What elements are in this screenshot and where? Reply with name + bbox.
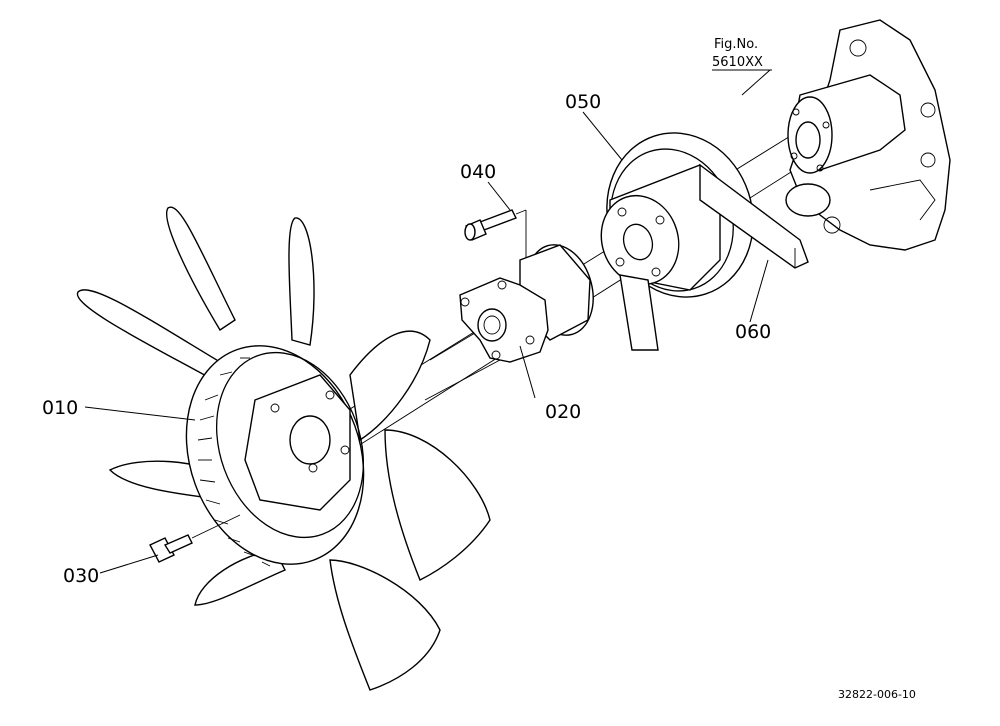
- water-pump-housing: [785, 19, 951, 251]
- belt-060: [619, 163, 809, 351]
- figure-ref-number[interactable]: 5610XX: [712, 55, 763, 70]
- callout-030: 030: [63, 565, 99, 587]
- callout-050: 050: [565, 91, 601, 113]
- pulley-050: [600, 132, 754, 298]
- figure-ref-label: Fig.No.: [714, 37, 758, 52]
- drawing-code: 32822-006-10: [838, 688, 916, 701]
- callout-010: 010: [42, 397, 78, 419]
- fan-010: [76, 206, 491, 691]
- callout-040: 040: [460, 161, 496, 183]
- callout-020: 020: [545, 401, 581, 423]
- callout-060: 060: [735, 321, 771, 343]
- leader-lines: [84, 69, 771, 574]
- flange-020: [459, 244, 594, 363]
- pulley-bolt-040: [464, 209, 527, 260]
